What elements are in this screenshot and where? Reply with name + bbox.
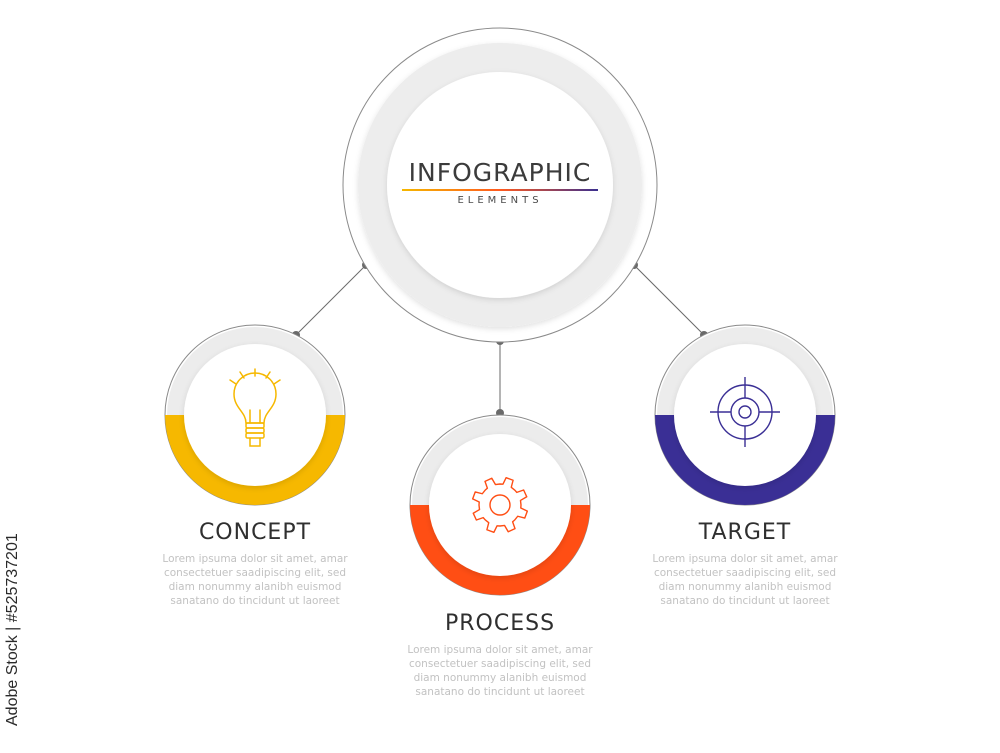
page-subtitle: ELEMENTS — [457, 195, 543, 206]
step-target-title: TARGET — [698, 520, 792, 545]
step-concept-title: CONCEPT — [198, 520, 312, 545]
infographic-title-block: INFOGRAPHIC ELEMENTS — [395, 158, 605, 206]
step-process-circle — [409, 414, 591, 596]
lightbulb-icon — [229, 368, 281, 447]
step-target-description: Lorem ipsuma dolor sit amet, amar consec… — [652, 553, 838, 607]
step-process-description: Lorem ipsuma dolor sit amet, amar consec… — [407, 644, 593, 698]
gear-teeth-outline — [471, 476, 529, 534]
page-title: INFOGRAPHIC — [408, 158, 592, 187]
step-concept-circle — [164, 324, 346, 506]
step-concept-description: Lorem ipsuma dolor sit amet, amar consec… — [162, 553, 348, 607]
crosshair-target-icon — [710, 377, 780, 447]
connectors — [295, 264, 705, 413]
stock-watermark-id: Adobe Stock | #525737201 — [4, 533, 21, 727]
step-process-title: PROCESS — [444, 611, 556, 636]
central-circle — [342, 27, 658, 343]
gear-icon — [471, 476, 529, 534]
step-target-circle — [654, 324, 836, 506]
title-gradient-rule — [402, 189, 598, 191]
